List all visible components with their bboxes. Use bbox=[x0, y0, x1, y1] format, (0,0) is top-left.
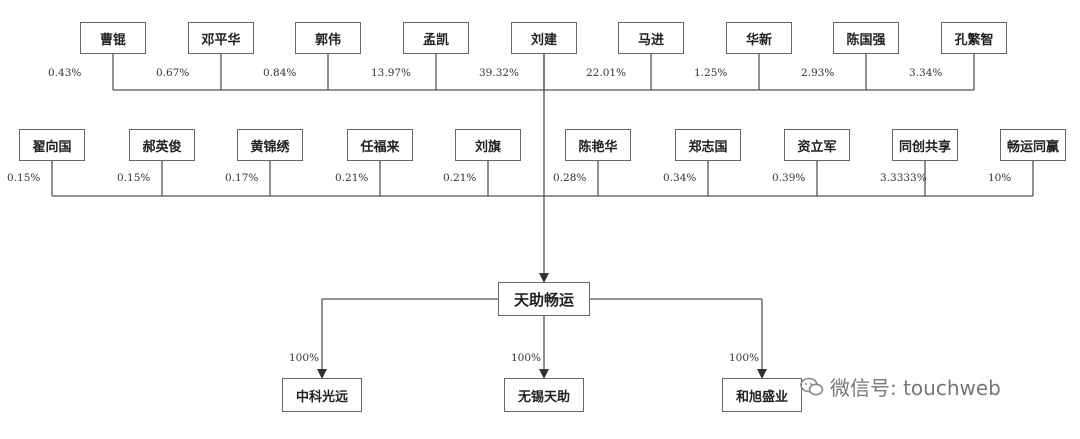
shareholding-pct: 3.3333% bbox=[880, 172, 927, 184]
subsidiary-pct: 100% bbox=[511, 352, 542, 364]
shareholder-box: 资立军 bbox=[784, 129, 850, 161]
center-company-box: 天助畅运 bbox=[498, 282, 590, 316]
shareholder-box: 马进 bbox=[618, 22, 684, 54]
shareholder-box: 孔繁智 bbox=[941, 22, 1007, 54]
shareholding-pct: 0.15% bbox=[7, 172, 41, 184]
shareholder-box: 任福来 bbox=[347, 129, 413, 161]
shareholding-pct: 0.34% bbox=[663, 172, 697, 184]
shareholding-pct: 0.39% bbox=[772, 172, 806, 184]
watermark-text: 微信号: touchweb bbox=[830, 376, 1001, 400]
shareholder-box: 郑志国 bbox=[675, 129, 741, 161]
shareholding-pct: 0.21% bbox=[335, 172, 369, 184]
shareholder-box: 华新 bbox=[726, 22, 792, 54]
shareholding-pct: 0.43% bbox=[48, 67, 82, 79]
subsidiary-box: 和旭盛业 bbox=[722, 378, 802, 412]
shareholder-box: 同创共享 bbox=[892, 129, 958, 161]
shareholder-box: 郭伟 bbox=[295, 22, 361, 54]
shareholder-box: 陈国强 bbox=[833, 22, 899, 54]
subsidiary-box: 中科光远 bbox=[282, 378, 362, 412]
shareholding-pct: 22.01% bbox=[586, 67, 627, 79]
shareholder-box: 郝英俊 bbox=[129, 129, 195, 161]
subsidiary-pct: 100% bbox=[729, 352, 760, 364]
shareholding-pct: 0.84% bbox=[263, 67, 297, 79]
wechat-icon bbox=[800, 377, 824, 395]
shareholding-pct: 1.25% bbox=[694, 67, 728, 79]
shareholding-pct: 3.34% bbox=[909, 67, 943, 79]
shareholding-pct: 2.93% bbox=[801, 67, 835, 79]
shareholding-pct: 0.67% bbox=[156, 67, 190, 79]
watermark: 微信号: touchweb bbox=[800, 372, 1001, 401]
subsidiary-box: 无锡天助 bbox=[504, 378, 584, 412]
shareholder-box: 翟向国 bbox=[19, 129, 85, 161]
shareholder-box: 刘建 bbox=[511, 22, 577, 54]
shareholder-box: 曹锟 bbox=[80, 22, 146, 54]
shareholder-box: 刘旗 bbox=[455, 129, 521, 161]
subsidiary-pct: 100% bbox=[289, 352, 320, 364]
shareholding-pct: 13.97% bbox=[371, 67, 412, 79]
shareholder-box: 陈艳华 bbox=[565, 129, 631, 161]
shareholder-box: 邓平华 bbox=[188, 22, 254, 54]
shareholding-pct: 0.17% bbox=[225, 172, 259, 184]
shareholding-pct: 0.21% bbox=[443, 172, 477, 184]
shareholder-box: 黄锦绣 bbox=[237, 129, 303, 161]
shareholding-pct: 10% bbox=[988, 172, 1012, 184]
shareholder-box: 畅运同赢 bbox=[1000, 129, 1066, 161]
shareholding-pct: 39.32% bbox=[479, 67, 520, 79]
shareholding-pct: 0.15% bbox=[117, 172, 151, 184]
shareholder-box: 孟凯 bbox=[403, 22, 469, 54]
shareholding-pct: 0.28% bbox=[553, 172, 587, 184]
